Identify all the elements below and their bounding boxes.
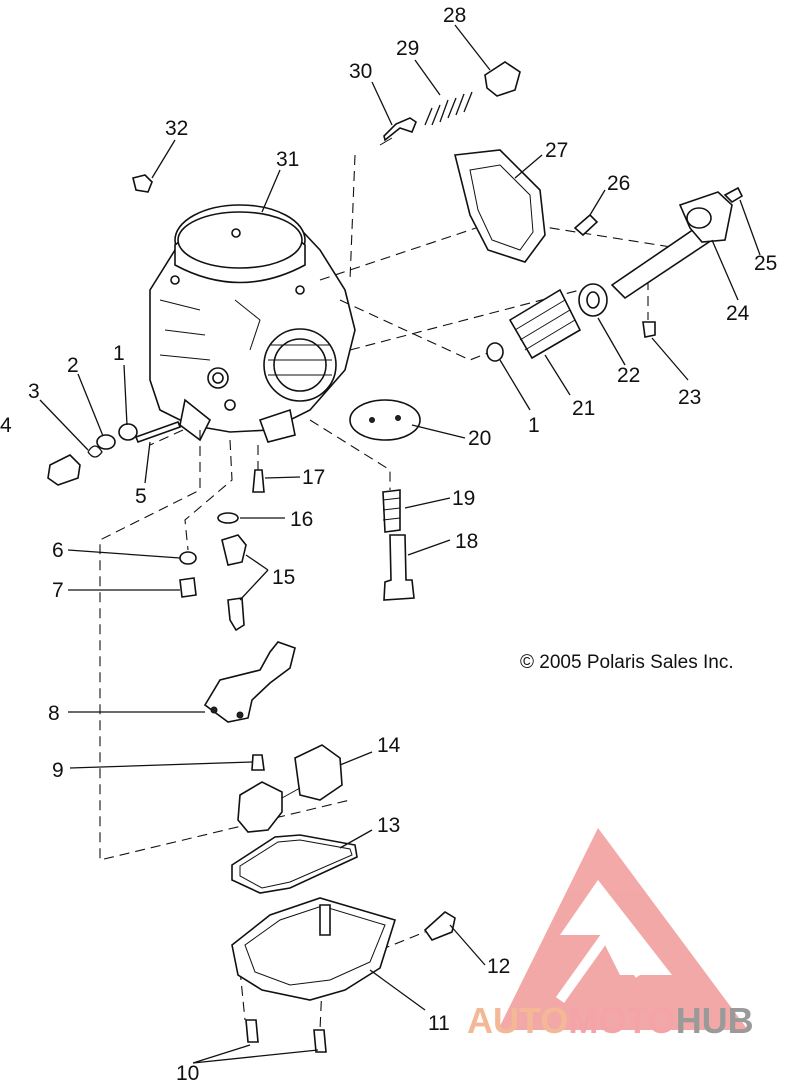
callout-11: 11: [428, 1012, 450, 1035]
callout-19: 19: [452, 487, 475, 510]
watermark-moto: MOTO: [568, 1000, 675, 1041]
callout-27: 27: [545, 139, 568, 162]
part-7-jet: [179, 577, 197, 598]
watermark-text: AUTOMOTOHUB: [467, 1000, 754, 1041]
callout-4: 4: [0, 414, 12, 437]
part-3-clip: [87, 445, 103, 458]
callout-32: 32: [165, 117, 188, 140]
callout-24: 24: [726, 302, 750, 325]
callout-16: 16: [290, 508, 313, 531]
part-22-seal: [578, 283, 608, 317]
callout-1b: 1: [528, 414, 540, 437]
part-27-cover: [454, 149, 546, 263]
part-6-washer: [179, 551, 197, 565]
part-18-main-jet: [383, 534, 415, 601]
callout-30: 30: [349, 60, 372, 83]
callout-15: 15: [272, 566, 295, 589]
callout-28: 28: [443, 4, 466, 27]
callout-labels: 28 29 30 32 31 27 26 25 24 23 22 21 1 20…: [0, 4, 777, 1082]
part-10-screws: [245, 1019, 327, 1053]
callout-9: 9: [52, 759, 64, 782]
callout-21: 21: [572, 397, 595, 420]
part-5-screw: [134, 420, 182, 444]
callout-1a: 1: [113, 342, 125, 365]
watermark-logo: [498, 828, 748, 1030]
leader-lines: [39, 24, 761, 1064]
part-26-screw: [573, 213, 599, 237]
callout-29: 29: [396, 37, 419, 60]
part-12-drain-screw: [423, 911, 456, 941]
callout-17: 17: [302, 466, 325, 489]
copyright-text: © 2005 Polaris Sales Inc.: [520, 652, 734, 673]
callout-18: 18: [455, 530, 478, 553]
callout-8: 8: [48, 702, 60, 725]
callout-14: 14: [377, 734, 401, 757]
callout-22: 22: [617, 364, 640, 387]
callout-5: 5: [135, 485, 147, 508]
part-16-o-ring: [217, 512, 239, 524]
part-25-screw: [723, 186, 744, 204]
part-1a-washer: [118, 423, 138, 441]
part-17-jet: [252, 469, 265, 493]
watermark-hub: HUB: [676, 1000, 754, 1041]
part-1b-washer: [486, 342, 504, 362]
part-13-gasket: [231, 834, 358, 894]
part-23-screw: [642, 321, 656, 338]
callout-25: 25: [754, 252, 777, 275]
callout-10: 10: [176, 1062, 199, 1082]
callout-3: 3: [28, 380, 40, 403]
part-30-pilot-screw: [379, 117, 417, 146]
callout-13: 13: [377, 814, 400, 837]
part-21-spring: [508, 288, 582, 360]
carburetor-body: [149, 204, 356, 443]
part-29-spring: [424, 91, 473, 126]
part-14-float: [237, 744, 343, 833]
callout-6: 6: [52, 539, 64, 562]
part-32-screw: [132, 174, 153, 193]
part-8-bracket: [203, 641, 296, 723]
callout-12: 12: [487, 955, 510, 978]
part-9-screw: [251, 754, 265, 771]
callout-23: 23: [678, 386, 701, 409]
part-19-spring: [382, 489, 401, 533]
callout-20: 20: [468, 427, 491, 450]
part-11-float-bowl: [231, 897, 397, 1001]
part-4-cap: [47, 454, 81, 486]
part-2-washer: [96, 434, 116, 450]
part-15-needle-valve: [221, 534, 247, 632]
callout-31: 31: [276, 148, 299, 171]
watermark-auto: AUTO: [467, 1000, 568, 1041]
part-20-plate: [349, 399, 421, 441]
callout-26: 26: [607, 172, 630, 195]
callout-2: 2: [67, 354, 79, 377]
callout-7: 7: [52, 579, 64, 602]
part-28-plug: [484, 61, 521, 97]
